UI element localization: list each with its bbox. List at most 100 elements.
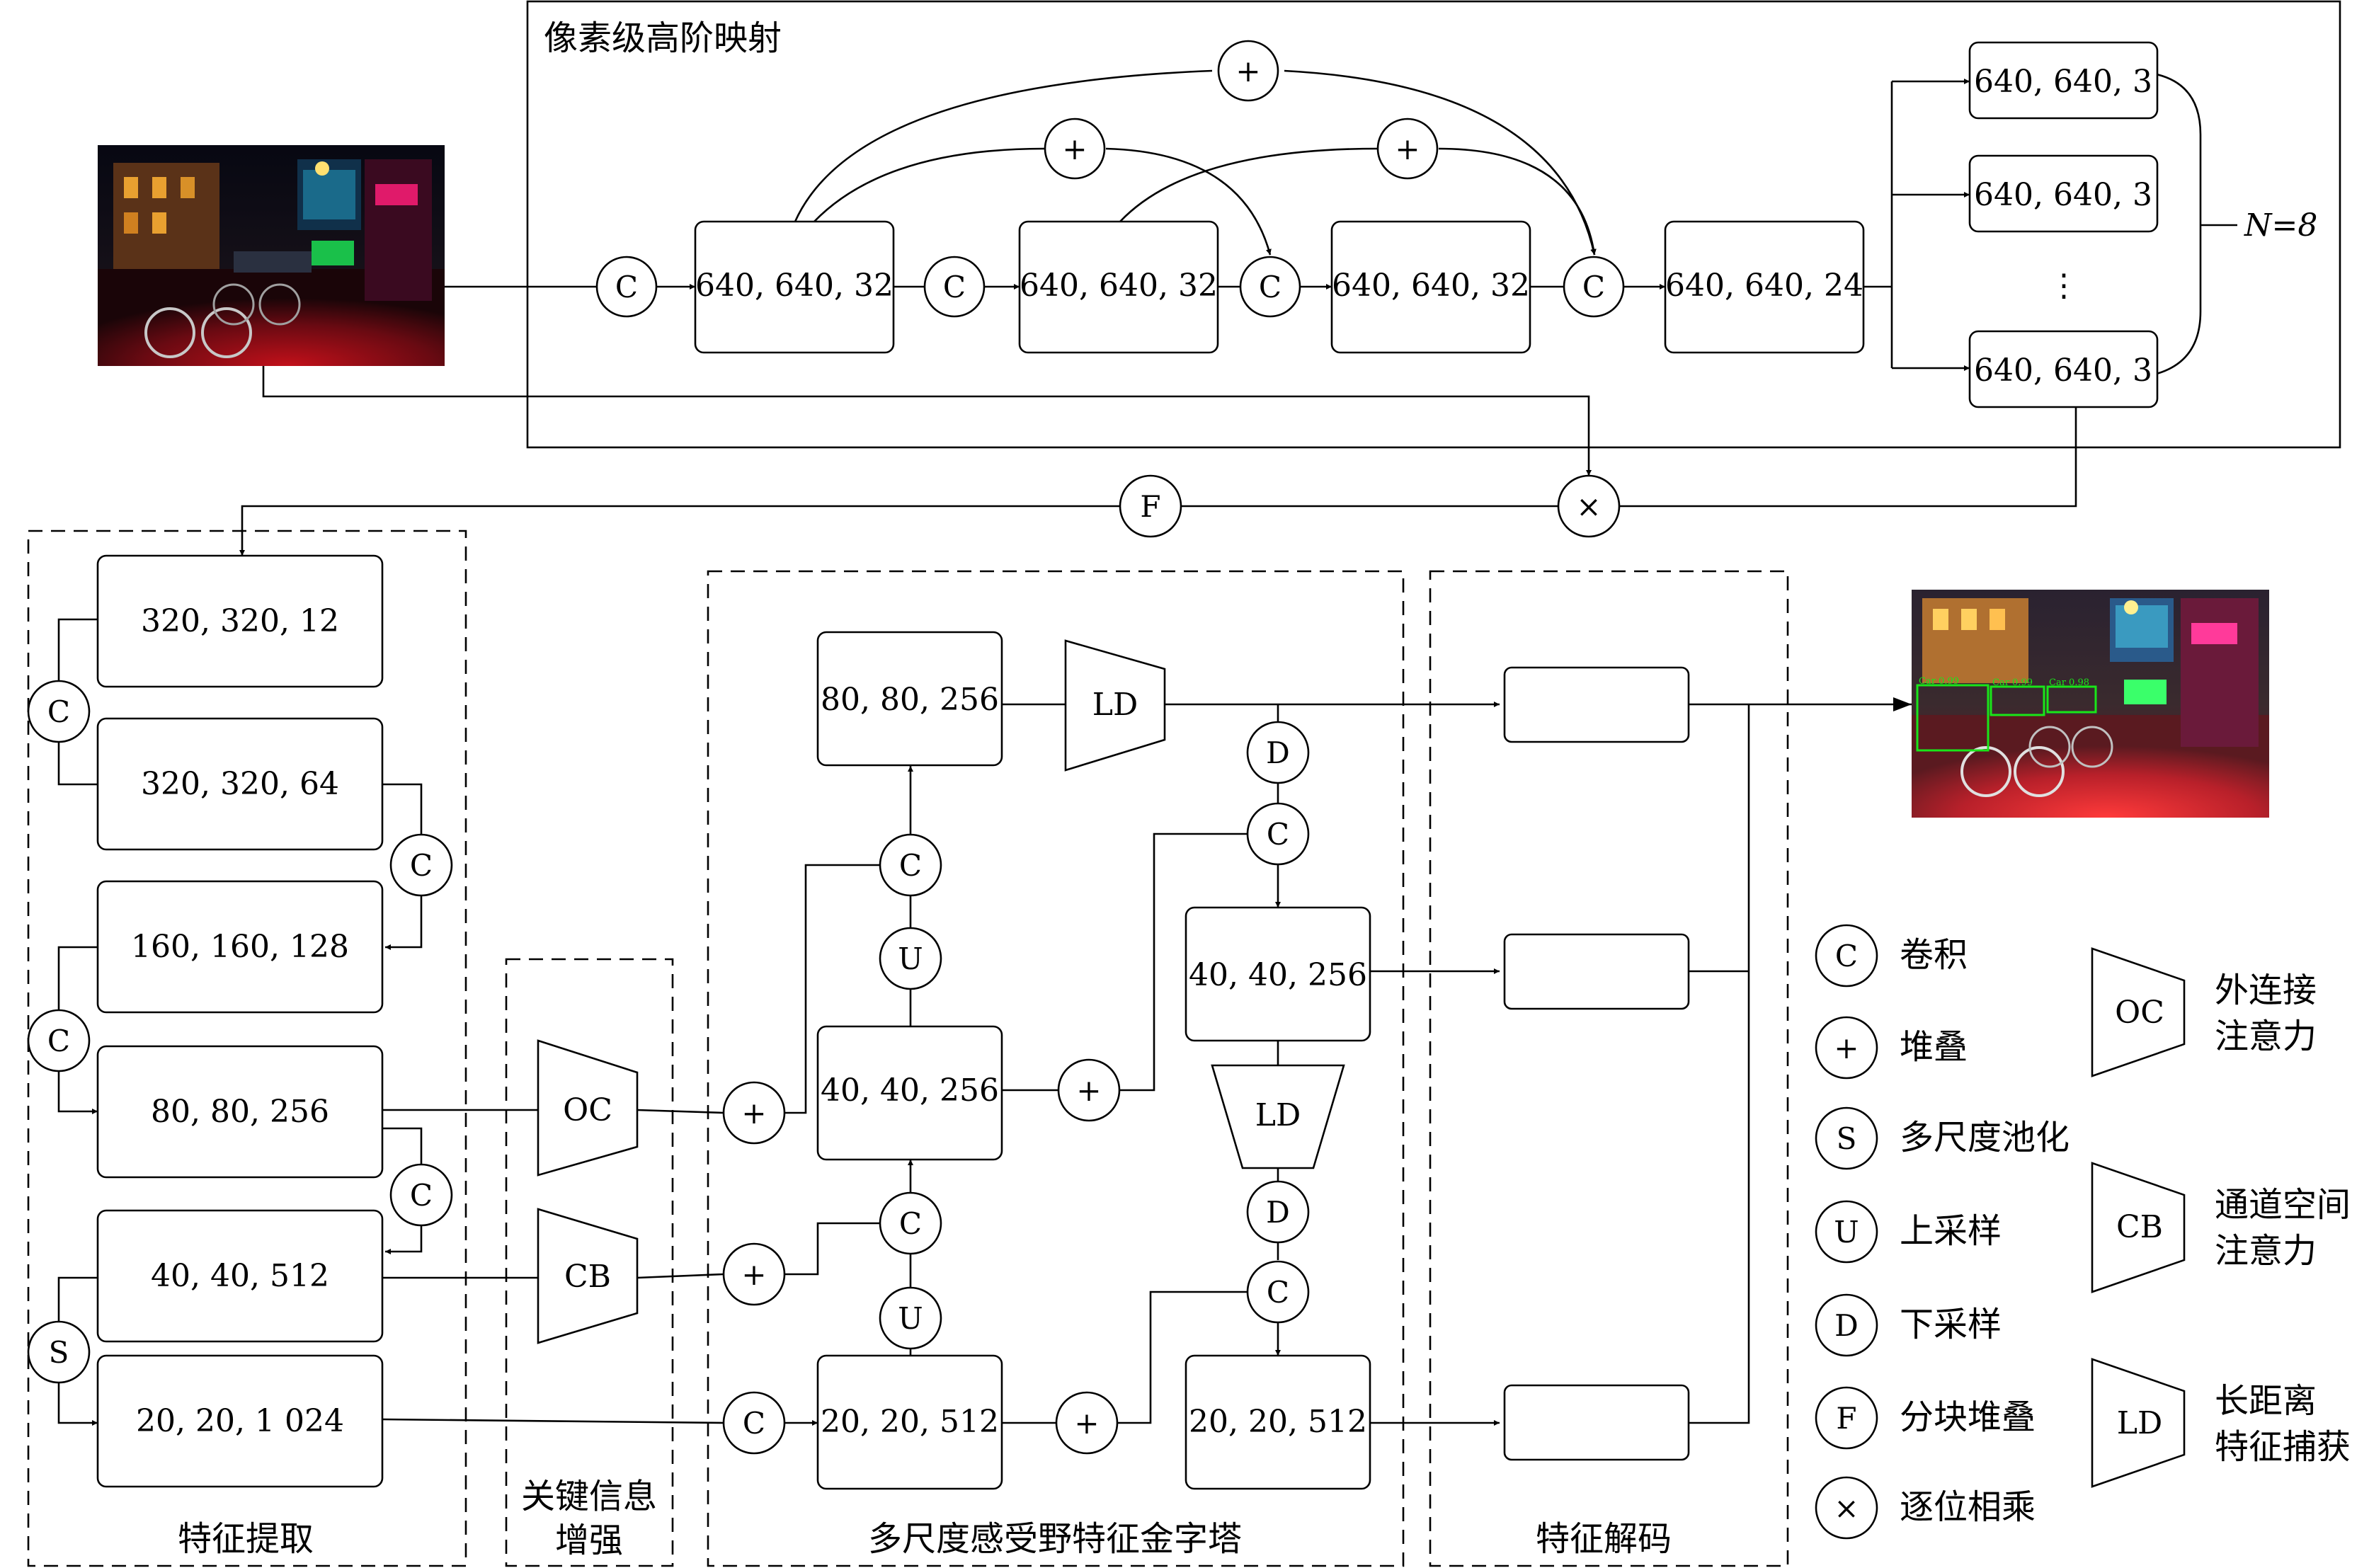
legend-oc-text-2: 注意力	[2215, 1017, 2317, 1056]
legend-up-symbol	[1815, 1200, 1878, 1264]
svg-text:F: F	[1836, 1401, 1856, 1436]
svg-text:320, 320, 12: 320, 320, 12	[141, 603, 339, 639]
pyramid-frame	[707, 570, 1405, 1567]
hop-box-4	[1664, 220, 1865, 354]
pyr-up-mid	[879, 1286, 942, 1350]
hop-conv-4	[1563, 256, 1625, 318]
svg-text:640, 640, 3: 640, 640, 3	[1974, 177, 2152, 213]
fe-conv-3	[27, 1009, 91, 1072]
svg-text:640, 640, 32: 640, 640, 32	[695, 268, 894, 304]
svg-text:LD: LD	[1092, 687, 1138, 723]
fe-box-2	[96, 717, 384, 851]
svg-text:S: S	[1837, 1121, 1857, 1156]
svg-text:C: C	[899, 1206, 922, 1241]
svg-text:20, 20, 512: 20, 20, 512	[821, 1404, 999, 1440]
pyr-stack-r40	[1057, 1058, 1121, 1122]
svg-text:80, 80, 256: 80, 80, 256	[821, 682, 999, 718]
decode-section: 特征解码	[1370, 570, 1912, 1567]
fe-conv-1	[27, 680, 91, 743]
svg-text:640, 640, 3: 640, 640, 3	[1974, 353, 2152, 389]
out-map-2	[1968, 154, 2159, 233]
patch-stack-op	[1119, 474, 1182, 538]
fe-box-3	[96, 880, 384, 1014]
svg-text:+: +	[741, 1096, 766, 1131]
hop-box-1	[694, 220, 895, 354]
svg-text:+: +	[741, 1257, 766, 1292]
svg-text:C: C	[1835, 939, 1858, 973]
detection-box-3	[2046, 685, 2097, 714]
hop-conv-3	[1239, 256, 1301, 318]
svg-text:C: C	[47, 1024, 70, 1058]
svg-text:C: C	[943, 270, 966, 304]
hop-stack-right	[1376, 118, 1439, 180]
decode-caption: 特征解码	[1536, 1519, 1672, 1559]
legend-cb-text-2: 注意力	[2215, 1231, 2317, 1271]
legend-ld-text-1: 长距离	[2215, 1381, 2317, 1421]
fe-box-1	[96, 554, 384, 688]
ellipsis: ⋮	[2048, 268, 2079, 304]
fe-conv-2	[389, 833, 453, 897]
output-detection-image: Car 0.99 Car 0.99 Car 0.98	[1912, 590, 2269, 818]
key-info-enhance-section: 关键信息 增强 OC CB	[382, 958, 724, 1567]
pyr-down-top	[1246, 721, 1310, 784]
detection-label-2: Car 0.99	[1992, 677, 2033, 688]
svg-text:640, 640, 32: 640, 640, 32	[1020, 268, 1218, 304]
hop-stack-top	[1217, 40, 1279, 102]
pyr-conv-in	[722, 1391, 786, 1455]
legend-conv-text: 卷积	[1900, 935, 1968, 975]
hop-box-2	[1018, 220, 1219, 354]
svg-text:+: +	[1235, 54, 1260, 88]
svg-text:40, 40, 512: 40, 40, 512	[151, 1258, 329, 1294]
key-info-caption-1: 关键信息	[521, 1477, 657, 1516]
decode-head-3	[1503, 1384, 1690, 1461]
pyr-conv-r20	[1246, 1260, 1310, 1324]
pyramid-section: 多尺度感受野特征金字塔 80, 80, 256 40, 40, 256 20, …	[382, 570, 1500, 1567]
detection-box-1	[1916, 684, 1990, 752]
svg-text:C: C	[615, 270, 638, 304]
pyramid-caption: 多尺度感受野特征金字塔	[868, 1519, 1242, 1559]
legend-pool-text: 多尺度池化	[1900, 1118, 2070, 1157]
key-info-caption-2: 增强	[555, 1521, 623, 1560]
legend-patch-symbol	[1815, 1386, 1878, 1450]
svg-text:+: +	[1076, 1073, 1101, 1108]
hop-conv-1	[595, 256, 658, 318]
legend-stack-text: 堆叠	[1900, 1027, 1968, 1067]
svg-text:C: C	[899, 848, 922, 883]
svg-text:LD: LD	[2117, 1405, 2163, 1441]
svg-text:OC: OC	[563, 1092, 612, 1128]
legend-pool-symbol	[1815, 1106, 1878, 1170]
svg-text:LD: LD	[1255, 1097, 1301, 1133]
n-repeat-label: N=8	[2244, 207, 2317, 244]
svg-text:+: +	[1834, 1031, 1859, 1065]
hop-conv-2	[923, 256, 986, 318]
svg-text:640, 640, 3: 640, 640, 3	[1974, 64, 2152, 100]
brace	[2156, 73, 2202, 375]
svg-text:20, 20, 1 024: 20, 20, 1 024	[136, 1403, 344, 1439]
svg-text:C: C	[1582, 270, 1605, 304]
legend-mul-symbol	[1815, 1476, 1878, 1540]
out-map-3	[1968, 330, 2159, 408]
svg-text:160, 160, 128: 160, 160, 128	[131, 929, 349, 965]
pyr-box-20	[816, 1354, 1003, 1490]
svg-text:C: C	[743, 1406, 765, 1441]
pyr-down-mid	[1246, 1180, 1310, 1244]
fe-box-5	[96, 1209, 384, 1343]
legend-patch-text: 分块堆叠	[1900, 1397, 2036, 1437]
pyr-stack-oc	[722, 1081, 786, 1145]
pyr-conv-mid	[879, 1191, 942, 1255]
ld-module-top	[1064, 639, 1166, 772]
input-night-image	[98, 145, 445, 366]
feature-extraction-section: 特征提取 320, 320, 12 320, 320, 64 160, 160,…	[27, 530, 467, 1567]
feature-extraction-frame	[27, 530, 467, 1567]
legend-down-symbol	[1815, 1293, 1878, 1357]
svg-text:+: +	[1062, 132, 1087, 166]
fusion-link: × F	[239, 366, 2077, 556]
fe-conv-4	[389, 1163, 453, 1227]
decode-head-2	[1503, 933, 1690, 1010]
legend-cb-text-1: 通道空间	[2215, 1185, 2351, 1225]
pyr-box-r40	[1184, 906, 1371, 1042]
ld-module-mid	[1211, 1064, 1345, 1169]
decode-frame	[1429, 570, 1789, 1567]
svg-text:D: D	[1834, 1308, 1859, 1343]
high-order-mapping-title: 像素级高阶映射	[544, 18, 782, 58]
